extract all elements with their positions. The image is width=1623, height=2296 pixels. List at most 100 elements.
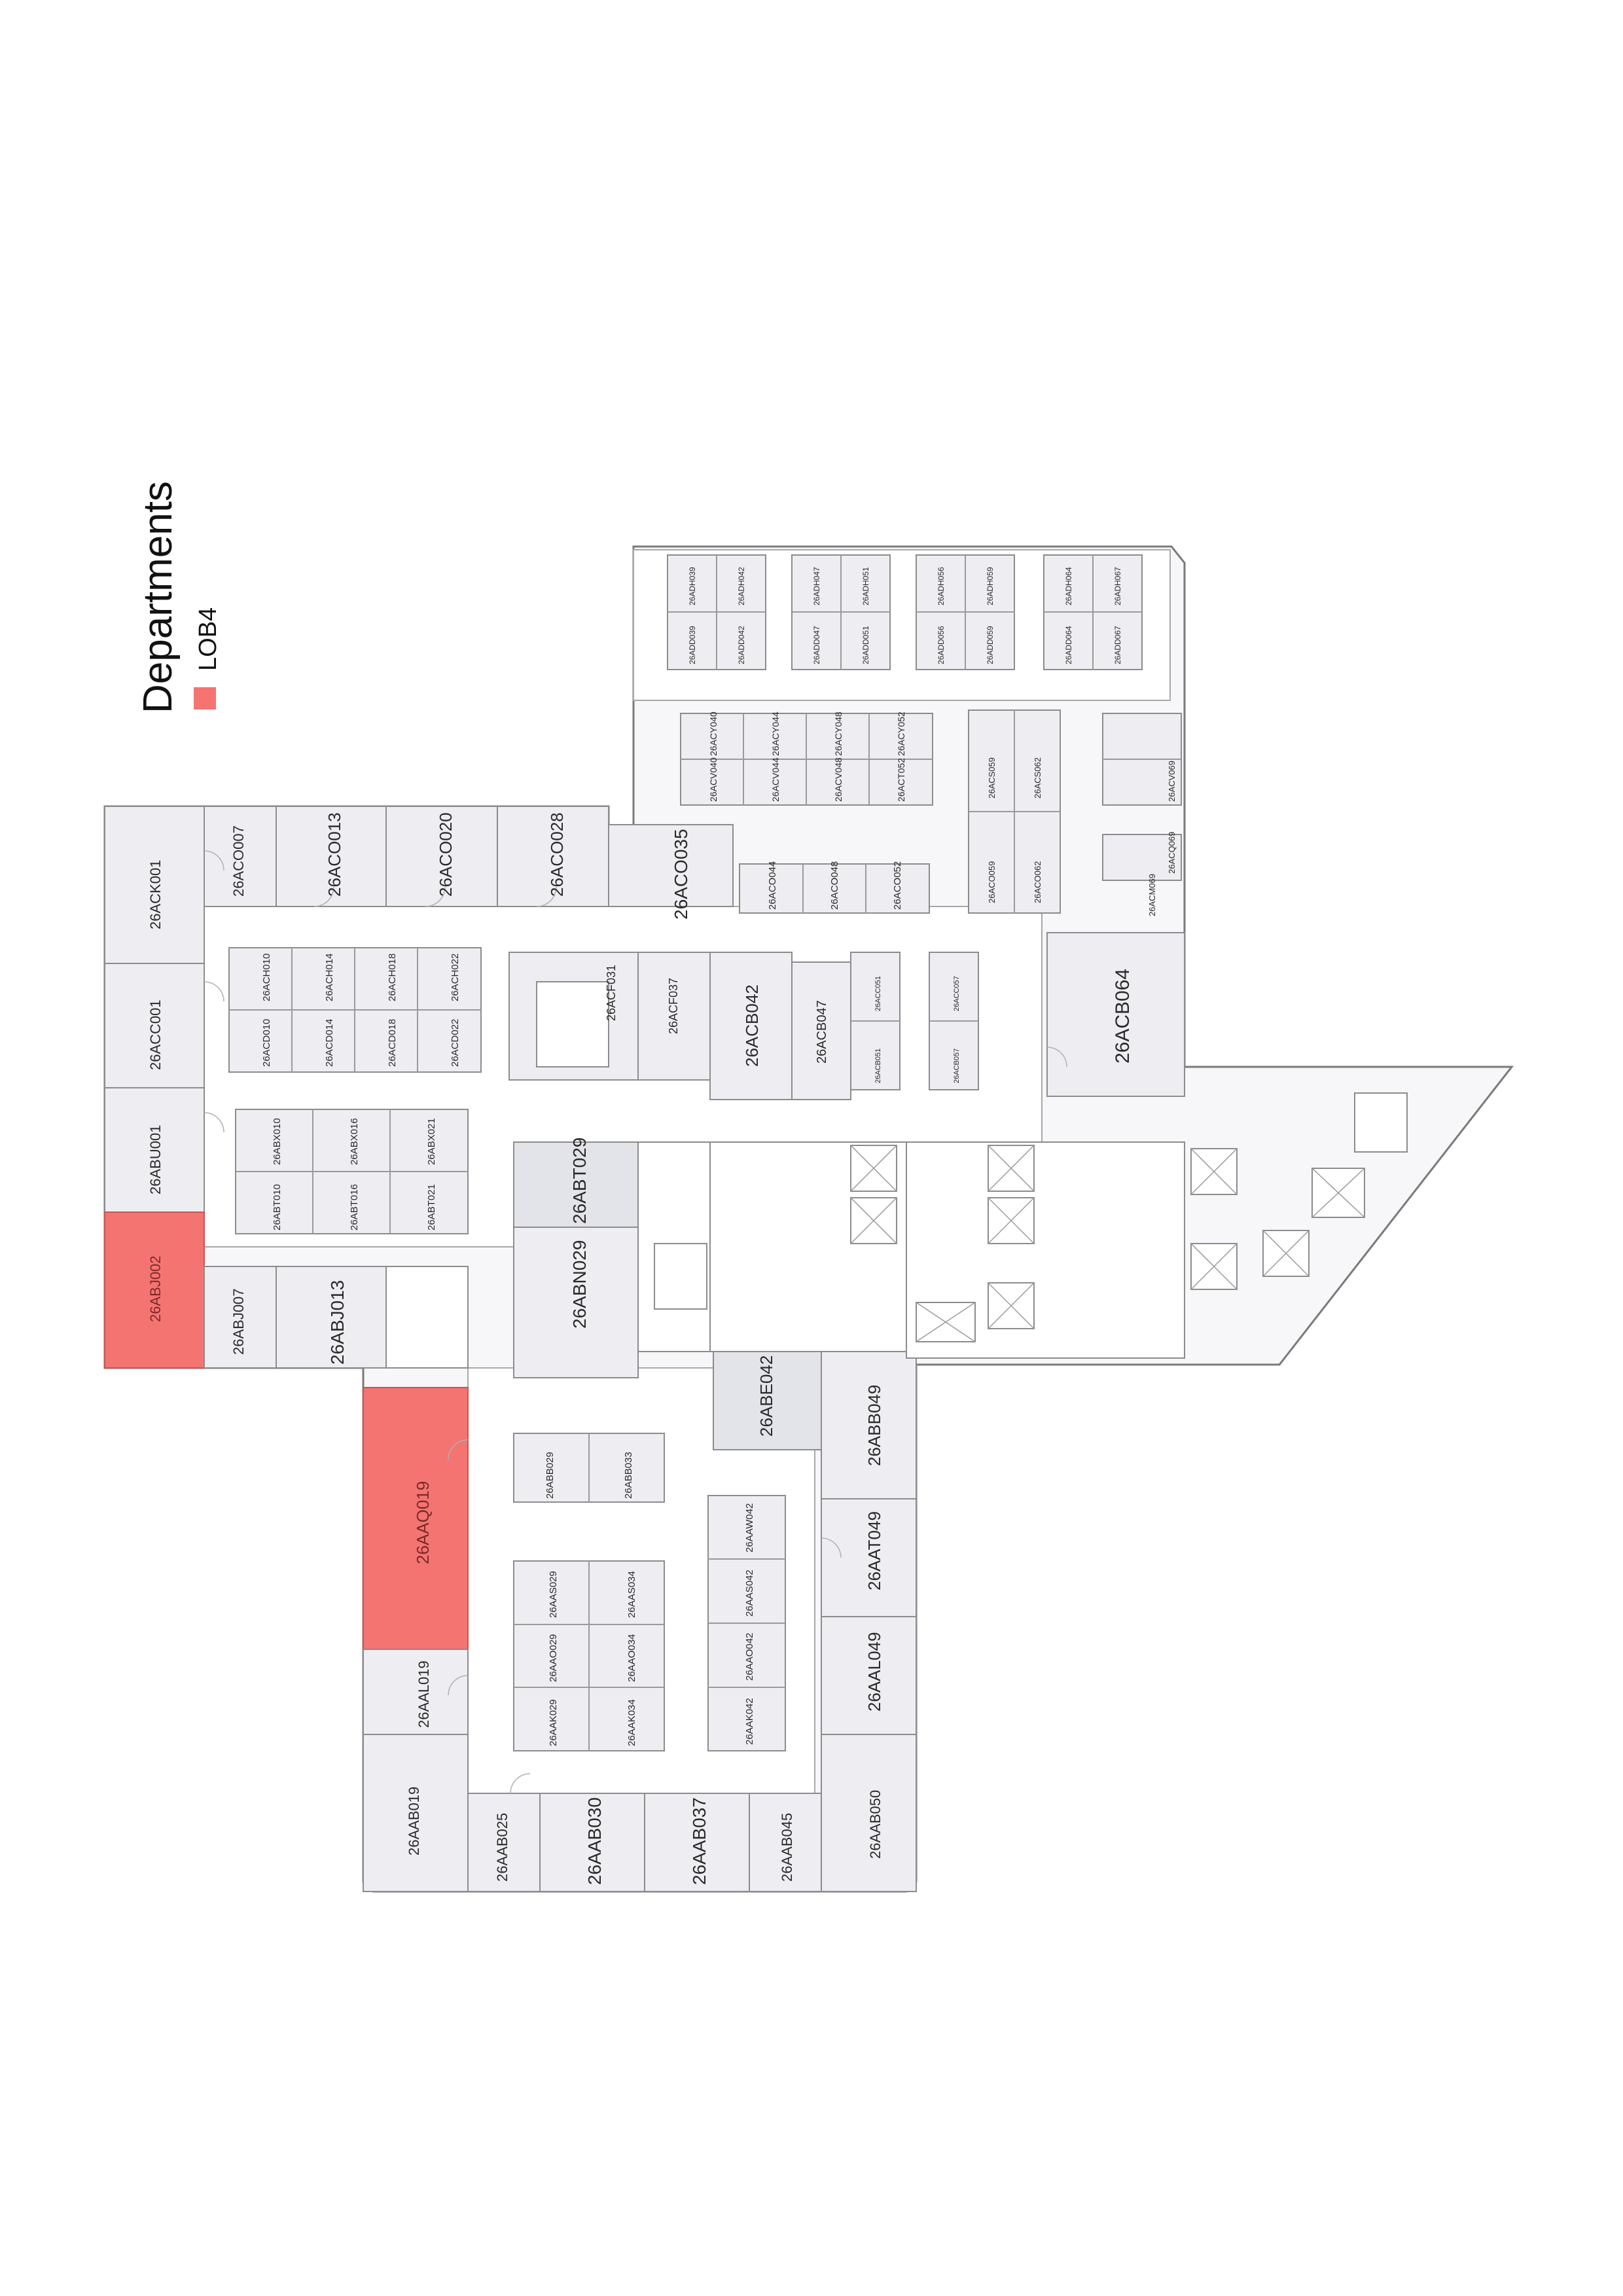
room-26ABE042 <box>713 1351 822 1450</box>
label-26ACO013: 26ACO013 <box>325 812 344 897</box>
label-26ACV040: 26ACV040 <box>708 757 719 802</box>
legend-swatch-lob4 <box>194 687 216 709</box>
label-26ACS059: 26ACS059 <box>987 757 997 798</box>
label-26ABB049: 26ABB049 <box>865 1385 884 1466</box>
label-26ABB029: 26ABB029 <box>544 1452 556 1499</box>
label-26ADH056: 26ADH056 <box>936 567 946 605</box>
label-26ACK001: 26ACK001 <box>147 860 164 929</box>
room-26ACO035 <box>608 824 734 907</box>
label-26ADD047: 26ADD047 <box>812 626 821 664</box>
room-26ACB064 <box>1046 932 1185 1097</box>
room-26AAB045 <box>749 1793 822 1892</box>
room-26AAL019 <box>363 1649 469 1735</box>
label-26ABX021: 26ABX021 <box>426 1118 437 1165</box>
label-26ADH042: 26ADH042 <box>737 567 746 605</box>
label-26AAK042: 26AAK042 <box>744 1698 755 1745</box>
label-26ACV048: 26ACV048 <box>833 757 844 802</box>
label-26ACV044: 26ACV044 <box>770 757 781 802</box>
room-26ABJ002 <box>104 1211 205 1369</box>
label-26AAS029: 26AAS029 <box>548 1571 559 1618</box>
label-26ABJ007: 26ABJ007 <box>230 1288 247 1355</box>
label-26AAL019: 26AAL019 <box>416 1660 432 1728</box>
legend: Departments LOB4 <box>135 481 222 713</box>
label-26ACH010: 26ACH010 <box>261 954 272 1001</box>
label-26AAK034: 26AAK034 <box>626 1699 637 1746</box>
label-26ACY044: 26ACY044 <box>770 711 781 756</box>
label-26ACF031: 26ACF031 <box>605 965 618 1021</box>
room-26ABJ013 <box>276 1266 387 1369</box>
room-26ACO020 <box>385 806 498 907</box>
label-26ACO052: 26ACO052 <box>892 861 903 910</box>
label-26ABX016: 26ABX016 <box>349 1118 360 1165</box>
room-26ABB049 <box>821 1351 917 1499</box>
room-26ABJ007 <box>204 1266 277 1369</box>
label-26AAK029: 26AAK029 <box>548 1699 559 1746</box>
details <box>204 850 1067 1794</box>
stair-west <box>536 981 609 1067</box>
label-26AAO042: 26AAO042 <box>744 1633 755 1681</box>
label-26ABB033: 26ABB033 <box>623 1452 634 1499</box>
label-26ACB057: 26ACB057 <box>953 1049 961 1083</box>
label-26ADD039: 26ADD039 <box>688 626 697 664</box>
label-26ABT016: 26ABT016 <box>349 1184 360 1230</box>
label-26ADD067: 26ADD067 <box>1113 626 1122 664</box>
label-26ACO062: 26ACO062 <box>1033 861 1043 903</box>
label-26AAB019: 26AAB019 <box>406 1787 422 1856</box>
label-26AAB030: 26AAB030 <box>584 1797 605 1885</box>
room-26AAB025 <box>467 1793 541 1892</box>
label-26AAB045: 26AAB045 <box>779 1813 795 1882</box>
label-26AAB025: 26AAB025 <box>494 1813 510 1882</box>
label-26ABJ013: 26ABJ013 <box>327 1280 348 1365</box>
label-26ADH059: 26ADH059 <box>986 567 995 605</box>
room-26AAB030 <box>539 1793 645 1892</box>
label-26ABJ002: 26ABJ002 <box>147 1255 164 1322</box>
room-26ACO013 <box>276 806 387 907</box>
label-26ACB064: 26ACB064 <box>1112 969 1133 1064</box>
label-26ADH047: 26ADH047 <box>812 567 821 605</box>
label-26ABX010: 26ABX010 <box>272 1118 283 1165</box>
label-26ADH064: 26ADH064 <box>1064 567 1073 605</box>
label-26ABE042: 26ABE042 <box>757 1355 776 1437</box>
label-26ACH022: 26ACH022 <box>450 954 461 1001</box>
label-26ADD064: 26ADD064 <box>1064 626 1073 664</box>
label-26ACB047: 26ACB047 <box>815 1000 829 1064</box>
label-26ACM069: 26ACM069 <box>1147 874 1157 916</box>
label-26ADD059: 26ADD059 <box>986 626 995 664</box>
room-26ACB047 <box>791 961 851 1100</box>
label-26ABU001: 26ABU001 <box>147 1125 164 1194</box>
label-26ACB051: 26ACB051 <box>874 1049 882 1083</box>
label-26AAS034: 26AAS034 <box>626 1571 637 1618</box>
room-26AAQ019 <box>363 1387 469 1650</box>
label-26ACY048: 26ACY048 <box>833 711 844 756</box>
label-26ACO044: 26ACO044 <box>767 861 778 910</box>
label-26ACD014: 26ACD014 <box>324 1019 335 1067</box>
stair-center <box>654 1243 707 1310</box>
label-26AAB037: 26AAB037 <box>689 1797 709 1885</box>
label-26AAL049: 26AAL049 <box>865 1632 884 1712</box>
room-26ACO028 <box>497 806 609 907</box>
label-26ABT021: 26ABT021 <box>426 1184 437 1230</box>
small-room-grids <box>228 554 1182 1751</box>
label-26AAT049: 26AAT049 <box>865 1511 884 1590</box>
room-26ABU001 <box>104 1087 205 1213</box>
label-26ACH018: 26ACH018 <box>387 954 398 1001</box>
legend-title: Departments <box>135 481 181 713</box>
room-26ABT029 <box>513 1141 639 1228</box>
legend-item-lob4: LOB4 <box>194 607 222 671</box>
label-26ACV069: 26ACV069 <box>1167 761 1177 802</box>
label-26AAW042: 26AAW042 <box>744 1503 755 1552</box>
label-26ACO020: 26ACO020 <box>436 812 455 897</box>
room-26AAB019 <box>363 1734 469 1892</box>
label-26ACO059: 26ACO059 <box>987 861 997 903</box>
room-26AAL049 <box>821 1616 917 1735</box>
label-26ACC057: 26ACC057 <box>953 976 961 1011</box>
label-26ACQ069: 26ACQ069 <box>1167 832 1177 874</box>
label-26ACO007: 26ACO007 <box>230 825 247 897</box>
label-26ADD051: 26ADD051 <box>861 626 870 664</box>
label-26ACF037: 26ACF037 <box>667 978 680 1034</box>
label-26ADD042: 26ADD042 <box>737 626 746 664</box>
room-26AAB050 <box>821 1734 917 1892</box>
room-26ACC001 <box>104 963 205 1088</box>
label-26ACS062: 26ACS062 <box>1033 757 1043 798</box>
